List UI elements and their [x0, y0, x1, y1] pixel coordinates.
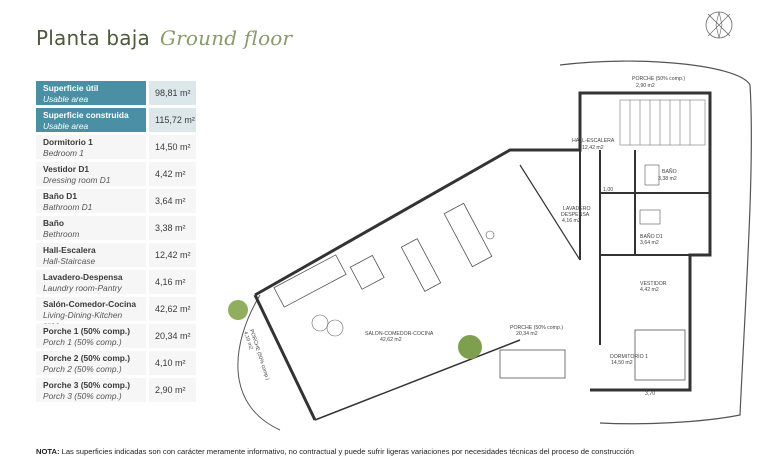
tree-icon	[228, 300, 248, 320]
title-spanish: Planta baja	[36, 26, 150, 50]
page-title: Planta baja Ground floor	[36, 26, 292, 51]
outdoor-dining	[499, 349, 566, 379]
kitchen-island	[443, 202, 493, 268]
svg-text:VESTIDOR: VESTIDOR	[640, 281, 667, 287]
area-row: Porche 1 (50% comp.)Porch 1 (50% comp.) …	[36, 324, 196, 348]
svg-text:4,16 m2: 4,16 m2	[562, 218, 581, 224]
svg-text:1,00: 1,00	[603, 187, 613, 193]
dining-table	[400, 238, 442, 292]
svg-text:12,42 m2: 12,42 m2	[582, 145, 604, 151]
area-row: Porche 3 (50% comp.)Porch 3 (50% comp.) …	[36, 378, 196, 402]
svg-text:DESPENSA: DESPENSA	[561, 212, 590, 218]
svg-text:3,64 m2: 3,64 m2	[640, 240, 659, 246]
svg-text:3,70: 3,70	[645, 391, 655, 397]
svg-text:20,34 m2: 20,34 m2	[516, 331, 538, 337]
svg-text:PORCHE (50% comp.): PORCHE (50% comp.)	[510, 325, 563, 331]
svg-text:4,42 m2: 4,42 m2	[640, 287, 659, 293]
footnote: NOTA: Las superficies indicadas son con …	[36, 447, 634, 456]
sofa	[273, 254, 347, 308]
svg-text:BAÑO: BAÑO	[662, 168, 677, 175]
staircase	[619, 99, 706, 146]
svg-text:PORCHE (50% comp.): PORCHE (50% comp.)	[632, 76, 685, 82]
exterior-walls	[254, 91, 712, 392]
svg-text:HALL-ESCALERA: HALL-ESCALERA	[572, 138, 615, 144]
svg-text:2,90 m2: 2,90 m2	[636, 83, 655, 89]
tree-icon	[458, 335, 482, 359]
terrace-outline	[559, 60, 752, 425]
floor-plan: PORCHE (50% comp.) 2,90 m2 HALL-ESCALERA…	[228, 60, 752, 431]
area-row: Porche 2 (50% comp.)Porch 2 (50% comp.) …	[36, 351, 196, 375]
svg-text:3,38 m2: 3,38 m2	[658, 176, 677, 182]
svg-text:4,10 m2: 4,10 m2	[242, 331, 254, 351]
svg-text:LAVADERO: LAVADERO	[563, 206, 590, 212]
svg-text:14,50 m2: 14,50 m2	[611, 360, 633, 366]
svg-text:DORMITORIO 1: DORMITORIO 1	[610, 354, 648, 360]
title-english: Ground floor	[159, 26, 293, 50]
north-arrow-icon	[705, 11, 733, 39]
svg-text:BAÑO D1: BAÑO D1	[640, 233, 663, 240]
svg-text:PORCHE (50% comp.): PORCHE (50% comp.)	[248, 329, 270, 382]
svg-text:SALON-COMEDOR-COCINA: SALON-COMEDOR-COCINA	[365, 331, 434, 337]
bed	[634, 329, 686, 381]
svg-text:42,62 m2: 42,62 m2	[380, 337, 402, 343]
